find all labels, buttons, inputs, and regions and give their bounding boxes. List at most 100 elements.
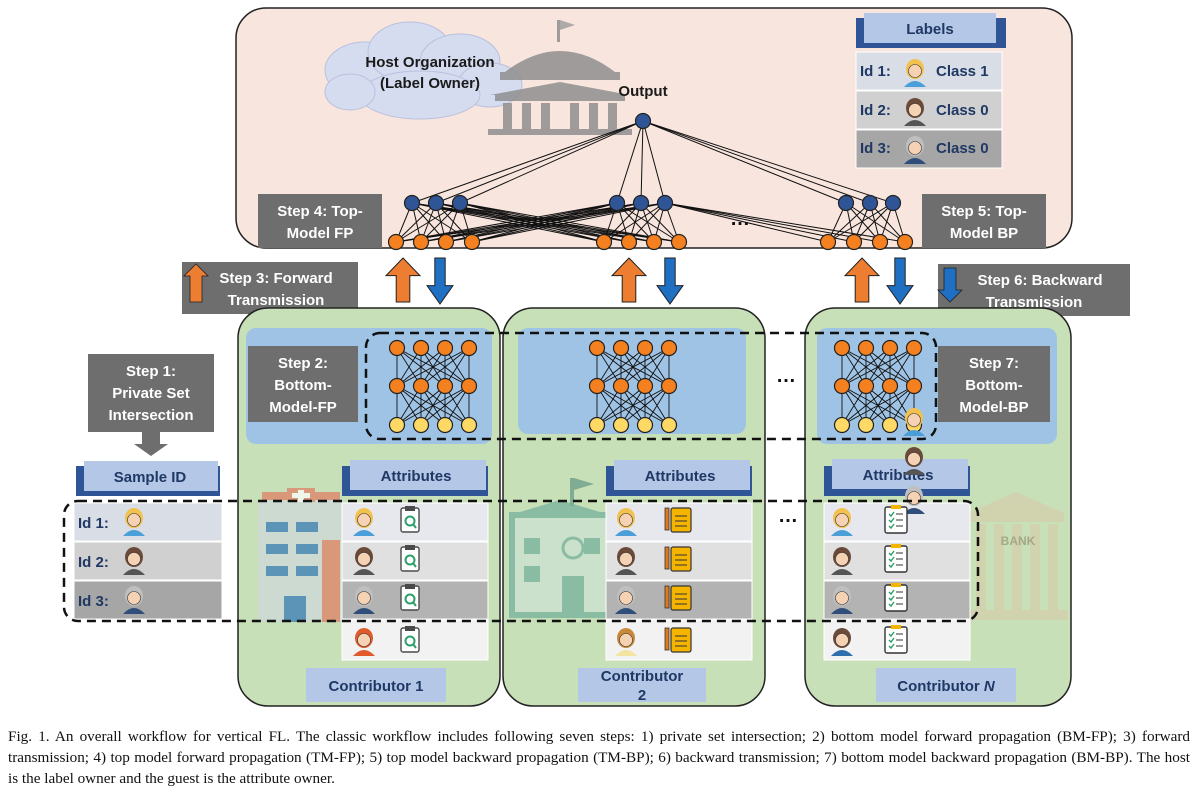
person-id2-avatar bbox=[831, 547, 853, 575]
edge bbox=[640, 202, 680, 243]
magnifier-handle bbox=[412, 562, 417, 568]
step3-line2: Transmission bbox=[228, 292, 325, 309]
avatar-body bbox=[615, 650, 637, 656]
label-row2-id: Id 2: bbox=[860, 102, 891, 119]
step1-box bbox=[88, 354, 214, 432]
step1-line2: Private Set bbox=[112, 385, 190, 402]
avatar-face bbox=[619, 552, 633, 566]
step1-down-arrow-icon bbox=[134, 432, 168, 456]
notepad bbox=[670, 546, 692, 572]
checklist-clip bbox=[891, 625, 901, 629]
person-id1-avatar bbox=[831, 508, 853, 536]
edge bbox=[596, 347, 646, 387]
clipboard-clip bbox=[405, 626, 415, 631]
top-blue-node bbox=[403, 194, 421, 212]
avatar-face bbox=[908, 64, 922, 78]
output-label: Output bbox=[618, 83, 667, 100]
step7-line3: Model-BP bbox=[959, 399, 1028, 416]
clipboard-search-icon bbox=[400, 584, 420, 611]
edge bbox=[642, 120, 666, 204]
step6-line2: Transmission bbox=[986, 294, 1083, 311]
avatar-face bbox=[619, 513, 633, 527]
figure-caption: Fig. 1. An overall workflow for vertical… bbox=[8, 728, 1190, 787]
vertical-fl-diagram: Host Organization (Label Owner) Output …… bbox=[62, 7, 1130, 707]
person-id2-avatar bbox=[615, 547, 637, 575]
bottom-yellow-node bbox=[588, 416, 606, 434]
bottom-orange-node bbox=[388, 377, 406, 395]
avatar-body bbox=[904, 81, 926, 87]
bottom-yellow-node bbox=[388, 416, 406, 434]
sample-id-row2: Id 2: bbox=[78, 554, 109, 571]
edge bbox=[865, 385, 915, 426]
magnifier-handle bbox=[412, 643, 417, 649]
avatar-body bbox=[615, 608, 637, 614]
avatar-face bbox=[835, 591, 849, 605]
avatar-face bbox=[835, 633, 849, 647]
edge bbox=[841, 385, 915, 426]
edge bbox=[642, 120, 894, 204]
checklist-icon bbox=[884, 505, 908, 534]
edge bbox=[411, 202, 655, 243]
avatar-body bbox=[903, 430, 925, 436]
bottom-yellow-node bbox=[412, 416, 430, 434]
check-mark bbox=[888, 631, 895, 638]
edge bbox=[664, 202, 881, 243]
edge bbox=[420, 385, 470, 426]
contributorN-name-prefix: Contributor bbox=[897, 678, 984, 695]
bottom-orange-node bbox=[612, 339, 630, 357]
bottom-model-dashed-frame bbox=[364, 331, 938, 441]
step5-box bbox=[922, 194, 1046, 248]
bottom-orange-node bbox=[388, 339, 406, 357]
edge bbox=[841, 385, 891, 426]
checklist-icon bbox=[884, 625, 908, 654]
bottom-orange-node bbox=[857, 339, 875, 357]
check-mark bbox=[888, 517, 895, 524]
bottom-yellow-node bbox=[881, 416, 899, 434]
avatar-face bbox=[357, 591, 371, 605]
magnifier bbox=[404, 593, 416, 605]
label-person-id1-avatar bbox=[904, 59, 926, 87]
magnifier bbox=[404, 635, 416, 647]
step6-line1: Step 6: Backward bbox=[977, 272, 1102, 289]
clipboard bbox=[400, 627, 420, 653]
bottom-yellow-node bbox=[612, 416, 630, 434]
avatar-face bbox=[357, 513, 371, 527]
edge bbox=[420, 347, 470, 387]
pencil bbox=[664, 546, 670, 570]
step1-line1: Step 1: bbox=[126, 363, 176, 380]
check-mark bbox=[888, 511, 895, 518]
person-id1-avatar bbox=[123, 508, 145, 536]
host-name-line1: Host Organization bbox=[365, 54, 494, 71]
top-orange-node bbox=[412, 233, 430, 251]
edge bbox=[845, 202, 906, 243]
sample-id-table: Sample ID Id 1: Id 2: Id 3: bbox=[73, 461, 223, 620]
bottom-orange-node bbox=[881, 377, 899, 395]
edge bbox=[435, 202, 680, 243]
bottom-orange-node bbox=[636, 377, 654, 395]
avatar-face bbox=[127, 513, 141, 527]
step6-down-arrow-icon bbox=[937, 267, 963, 303]
edge bbox=[596, 385, 670, 426]
avatar-face bbox=[357, 633, 371, 647]
down-arrow-icon bbox=[886, 257, 914, 305]
magnifier-handle bbox=[412, 601, 417, 607]
bottom-orange-node bbox=[833, 377, 851, 395]
bottom-orange-node bbox=[636, 339, 654, 357]
sample-id-row3: Id 3: bbox=[78, 593, 109, 610]
step5-line2: Model BP bbox=[950, 225, 1018, 242]
avatar-body bbox=[904, 120, 926, 126]
top-blue-node bbox=[608, 194, 626, 212]
bottom-yellow-node bbox=[857, 416, 875, 434]
up-arrow-icon bbox=[384, 257, 422, 303]
top-orange-node bbox=[871, 233, 889, 251]
label-row1-id: Id 1: bbox=[860, 63, 891, 80]
down-arrow-icon bbox=[656, 257, 684, 305]
bottom-orange-node bbox=[588, 339, 606, 357]
clipboard-clip bbox=[405, 545, 415, 550]
top-blue-node bbox=[451, 194, 469, 212]
attributes-ellipsis: … bbox=[778, 505, 798, 527]
magnifier bbox=[404, 515, 416, 527]
check-mark bbox=[888, 556, 895, 563]
avatar-face bbox=[835, 552, 849, 566]
top-blue-node bbox=[656, 194, 674, 212]
